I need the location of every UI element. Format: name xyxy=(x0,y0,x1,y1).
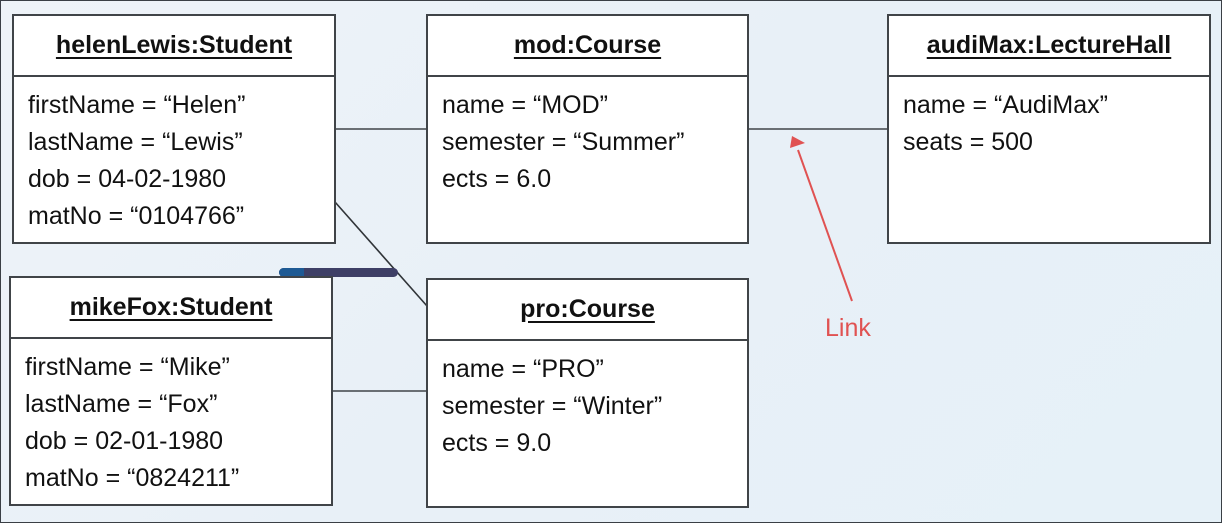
annotation-arrowhead xyxy=(790,136,805,148)
attribute: ects = 6.0 xyxy=(442,165,552,193)
object-title: audiMax:LectureHall xyxy=(889,16,1209,77)
attribute: name = “AudiMax” xyxy=(903,91,1108,119)
annotation-arrow xyxy=(797,149,853,302)
attribute: name = “PRO” xyxy=(442,355,604,383)
attribute: dob = 02-01-1980 xyxy=(25,427,224,455)
object-audimax-lecturehall[interactable]: audiMax:LectureHall name = “AudiMax” sea… xyxy=(887,14,1211,244)
attribute: lastName = “Fox” xyxy=(25,390,218,418)
object-title: mikeFox:Student xyxy=(11,278,331,339)
attribute: dob = 04-02-1980 xyxy=(28,165,227,193)
horizontal-scrollbar-thumb[interactable] xyxy=(279,268,398,277)
attribute: seats = 500 xyxy=(903,128,1033,156)
attribute: matNo = “0104766” xyxy=(28,202,245,230)
attribute: lastName = “Lewis” xyxy=(28,128,243,156)
attribute: name = “MOD” xyxy=(442,91,609,119)
attribute: firstName = “Helen” xyxy=(28,91,246,119)
object-title: pro:Course xyxy=(428,280,747,341)
object-mod-course[interactable]: mod:Course name = “MOD” semester = “Summ… xyxy=(426,14,749,244)
object-title: mod:Course xyxy=(428,16,747,77)
link-helenlewis-pro xyxy=(334,201,428,307)
attribute: firstName = “Mike” xyxy=(25,353,230,381)
object-mikefox-student[interactable]: mikeFox:Student firstName = “Mike” lastN… xyxy=(9,276,333,506)
attribute: ects = 9.0 xyxy=(442,429,552,457)
attribute: semester = “Winter” xyxy=(442,392,663,420)
link-annotation-label: Link xyxy=(825,314,871,342)
object-helenlewis-student[interactable]: helenLewis:Student firstName = “Helen” l… xyxy=(12,14,336,244)
object-title: helenLewis:Student xyxy=(14,16,334,77)
attribute: semester = “Summer” xyxy=(442,128,685,156)
object-pro-course[interactable]: pro:Course name = “PRO” semester = “Wint… xyxy=(426,278,749,508)
attribute: matNo = “0824211” xyxy=(25,464,240,492)
